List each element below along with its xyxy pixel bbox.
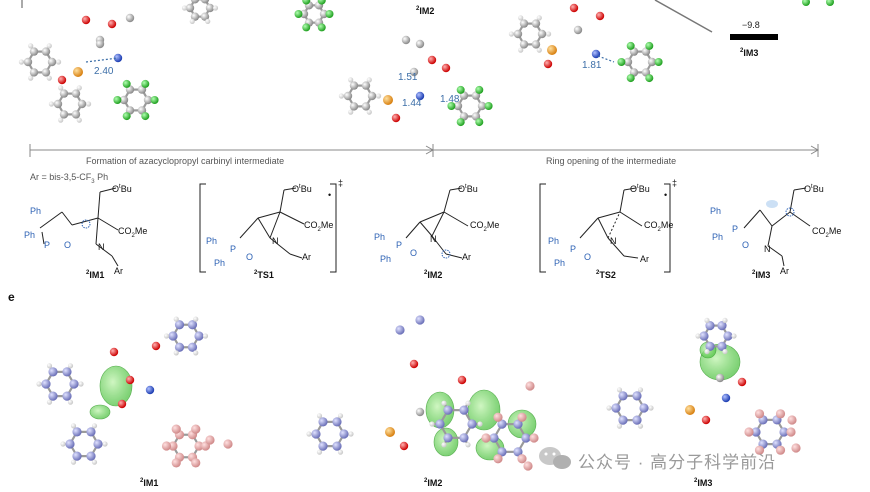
ts2-otbu: OtBu: [630, 184, 650, 194]
spin-density-im2: [306, 315, 539, 471]
ts1-p: P: [230, 244, 237, 254]
molecule-im1-top: [18, 13, 159, 123]
im2-o: O: [410, 248, 418, 258]
im2-ph-1: Ph: [374, 232, 386, 242]
im1-ar: Ar: [114, 266, 123, 276]
im2-n: N: [430, 234, 437, 244]
im2-otbu: OtBu: [458, 184, 478, 194]
ts2-p: P: [570, 244, 577, 254]
im2-p: P: [396, 240, 403, 250]
bottom-label-im2: 2IM2: [424, 478, 443, 488]
structure-im1: [39, 187, 119, 267]
ts1-dagger: ‡: [338, 178, 344, 188]
ts2-dagger: ‡: [672, 178, 678, 188]
label-im2-top: 2IM2: [416, 6, 435, 16]
distance-label-3: 1.44: [402, 98, 422, 109]
wechat-logo-icon: [539, 447, 571, 469]
molecule-fragments-top: [181, 0, 834, 32]
bracket-ts2: [539, 183, 671, 273]
ts2-co2me: CO2Me: [644, 220, 674, 233]
ts2-ph-1: Ph: [548, 236, 560, 246]
distance-dash-2: [597, 55, 615, 63]
distance-label-4: 1.48: [440, 94, 460, 105]
im3-ph-2: Ph: [712, 232, 724, 242]
banner-ring-opening: Ring opening of the intermediate: [546, 156, 677, 166]
ts2-o: O: [584, 252, 592, 262]
im3-otbu: OtBu: [804, 184, 824, 194]
im3-n: N: [764, 244, 771, 254]
bottom-label-im1: 2IM1: [140, 478, 159, 488]
ts1-n: N: [272, 236, 279, 246]
im1-co2me: CO2Me: [118, 226, 148, 239]
energy-profile-connector: [654, 0, 713, 33]
im2-co2me: CO2Me: [470, 220, 500, 233]
ar-definition: Ar = bis-3,5-CF3 Ph: [30, 172, 109, 185]
im3-o: O: [742, 240, 750, 250]
im2-ph-2: Ph: [380, 254, 392, 264]
bottom-label-im3: 2IM3: [694, 478, 713, 488]
distance-label-2: 1.51: [398, 72, 418, 83]
species-label-ts2: 2TS2: [596, 270, 616, 280]
species-label-im1: 2IM1: [86, 270, 105, 280]
bracket-ts1: [199, 183, 337, 273]
im3-ar: Ar: [780, 266, 789, 276]
distance-label-5: 1.81: [582, 60, 602, 71]
ts1-o: O: [246, 252, 254, 262]
distance-label-1: 2.40: [94, 66, 114, 77]
ts2-radical-dot: •: [664, 190, 668, 200]
im3-ph-1: Ph: [710, 206, 722, 216]
ts1-co2me: CO2Me: [304, 220, 334, 233]
ts1-ph-1: Ph: [206, 236, 218, 246]
ts1-otbu: OtBu: [292, 184, 312, 194]
spin-density-im1: [36, 316, 233, 468]
im1-otbu: OtBu: [112, 184, 132, 194]
im3-co2me: CO2Me: [812, 226, 842, 239]
im1-ph-2: Ph: [24, 230, 36, 240]
label-im3-top: 2IM3: [740, 48, 759, 58]
im1-p: P: [44, 240, 51, 250]
energy-value: −9.8: [742, 20, 760, 30]
species-label-im3: 2IM3: [752, 270, 771, 280]
ts2-n: N: [610, 236, 617, 246]
ts1-radical-dot: •: [328, 190, 332, 200]
molecule-im2-top: [338, 35, 493, 127]
banner-arrow: [29, 144, 820, 157]
chem-structures: [39, 183, 811, 273]
banner-formation: Formation of azacyclopropyl carbinyl int…: [86, 156, 285, 166]
ts1-ar: Ar: [302, 252, 311, 262]
panel-letter-e: e: [8, 290, 15, 304]
im3-p: P: [732, 224, 739, 234]
species-label-ts1: 2TS1: [254, 270, 274, 280]
structure-im2: [405, 187, 469, 259]
distance-dash-1: [85, 57, 119, 63]
spin-density-im3: [606, 317, 801, 455]
im2-ar: Ar: [462, 252, 471, 262]
species-label-im2: 2IM2: [424, 270, 443, 280]
ts2-ar: Ar: [640, 254, 649, 264]
im1-ph-1: Ph: [30, 206, 42, 216]
molecule-ts2-top: [508, 3, 663, 83]
im1-o: O: [64, 240, 72, 250]
im3-energy-level: [730, 34, 778, 40]
watermark-text: 公众号 · 高分子科学前沿: [578, 453, 777, 472]
structure-im3: [743, 187, 811, 267]
ts1-ph-2: Ph: [214, 258, 226, 268]
im1-n: N: [98, 242, 105, 252]
ts2-ph-2: Ph: [554, 258, 566, 268]
